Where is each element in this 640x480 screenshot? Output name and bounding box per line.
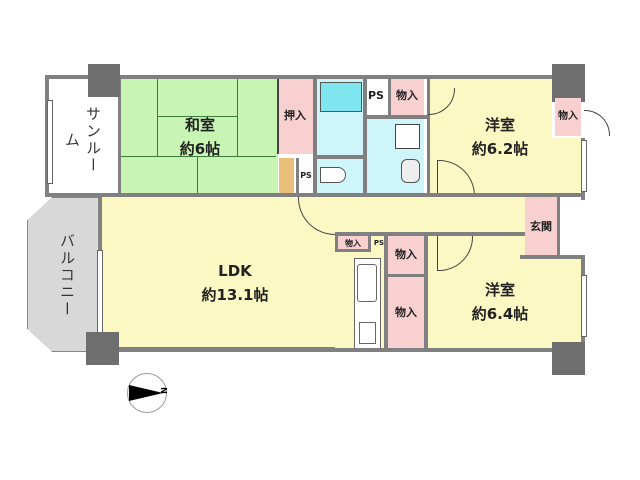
yoshitsu-2-size: 約6.4帖 xyxy=(471,305,529,323)
wall-bottom xyxy=(99,348,585,352)
ps-wood xyxy=(279,158,294,193)
compass-needle-icon xyxy=(129,385,163,401)
storage-right-label: 物入 xyxy=(558,110,578,122)
ps1-label: PS xyxy=(300,170,312,180)
ldk-name: LDK xyxy=(218,262,252,280)
balcony-label: バルコニー xyxy=(58,232,76,318)
wall xyxy=(367,115,427,119)
yoshitsu-2-name: 洋室 xyxy=(484,281,515,299)
washitsu xyxy=(118,75,278,197)
wall xyxy=(363,75,367,200)
tatami-line xyxy=(237,79,238,157)
storage-top-label: 物入 xyxy=(396,89,418,102)
tatami-line xyxy=(197,156,198,193)
yoshitsu-2-label: 洋室 約6.4帖 xyxy=(445,277,555,327)
kitchen-sink-icon xyxy=(357,264,377,302)
compass-north-label: N xyxy=(158,387,168,394)
washitsu-label: 和室 約6帖 xyxy=(160,112,240,162)
ps2-label: PS xyxy=(368,88,384,102)
yoshitsu-1-label: 洋室 約6.2帖 xyxy=(450,112,550,162)
wall xyxy=(424,234,428,352)
sink-icon xyxy=(401,159,420,183)
storage-top xyxy=(388,79,424,115)
wall-top xyxy=(45,75,555,79)
ps-top xyxy=(367,79,385,115)
genkan-label: 玄関 xyxy=(530,219,552,233)
storage-mid xyxy=(388,234,424,274)
yoshitsu-1-size: 約6.2帖 xyxy=(471,140,529,158)
pillar xyxy=(552,342,585,375)
storage-right xyxy=(555,98,581,136)
storage-low-label: 物入 xyxy=(395,306,417,319)
storage-small-label: 物入 xyxy=(345,238,361,248)
oshiire xyxy=(277,79,313,154)
door[interactable] xyxy=(584,110,610,136)
washitsu-name: 和室 xyxy=(184,116,215,134)
wall xyxy=(388,274,424,277)
washitsu-size: 約6帖 xyxy=(179,140,221,158)
wall xyxy=(317,155,367,159)
tatami-line xyxy=(157,79,158,157)
compass xyxy=(127,373,167,413)
yoshitsu-1-window xyxy=(581,140,587,192)
wall xyxy=(384,234,388,352)
washing-machine-icon xyxy=(395,124,420,149)
wall xyxy=(335,232,525,236)
ldk-window xyxy=(97,250,103,342)
wall xyxy=(520,255,585,259)
yoshitsu-1-right xyxy=(552,138,584,193)
storage-mid-label: 物入 xyxy=(395,248,417,261)
ps3-label: PS xyxy=(373,239,385,247)
bathtub xyxy=(320,82,362,112)
ps-small xyxy=(296,158,314,193)
wall xyxy=(313,75,317,200)
pillar xyxy=(552,64,585,102)
tatami-line xyxy=(157,116,237,117)
tatami-line xyxy=(121,156,276,157)
sunroom-window xyxy=(47,100,53,184)
yoshitsu-2-window xyxy=(581,275,587,337)
toilet-icon xyxy=(320,167,346,183)
pillar xyxy=(88,64,120,97)
storage-low xyxy=(388,277,424,351)
ldk-size: 約13.1帖 xyxy=(201,286,269,304)
sunroom-label: サンルーム xyxy=(63,106,102,174)
genkan xyxy=(525,197,560,257)
ldk-label: LDK 約13.1帖 xyxy=(170,258,300,308)
oshiire-label: 押入 xyxy=(284,109,306,122)
balcony xyxy=(27,197,99,352)
corridor xyxy=(335,197,525,234)
yoshitsu-1-name: 洋室 xyxy=(484,116,515,134)
yoshitsu-2-right xyxy=(525,257,581,351)
wall xyxy=(100,193,585,197)
stove-icon xyxy=(359,322,376,344)
storage-small xyxy=(335,235,371,252)
pillar xyxy=(86,332,119,365)
